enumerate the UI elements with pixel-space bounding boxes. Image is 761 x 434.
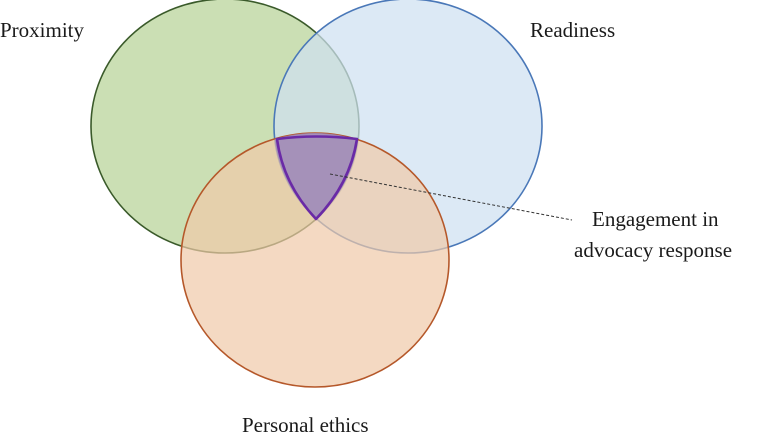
- pointer-dashed-line: [329, 173, 573, 221]
- triple-intersection-outline: [275, 135, 359, 221]
- intersection-label-line2: advocacy response: [574, 238, 732, 262]
- readiness-label: Readiness: [530, 18, 615, 42]
- proximity-label: Proximity: [0, 18, 85, 42]
- personal-ethics-label: Personal ethics: [242, 413, 369, 434]
- intersection-label-line1: Engagement in: [592, 207, 719, 231]
